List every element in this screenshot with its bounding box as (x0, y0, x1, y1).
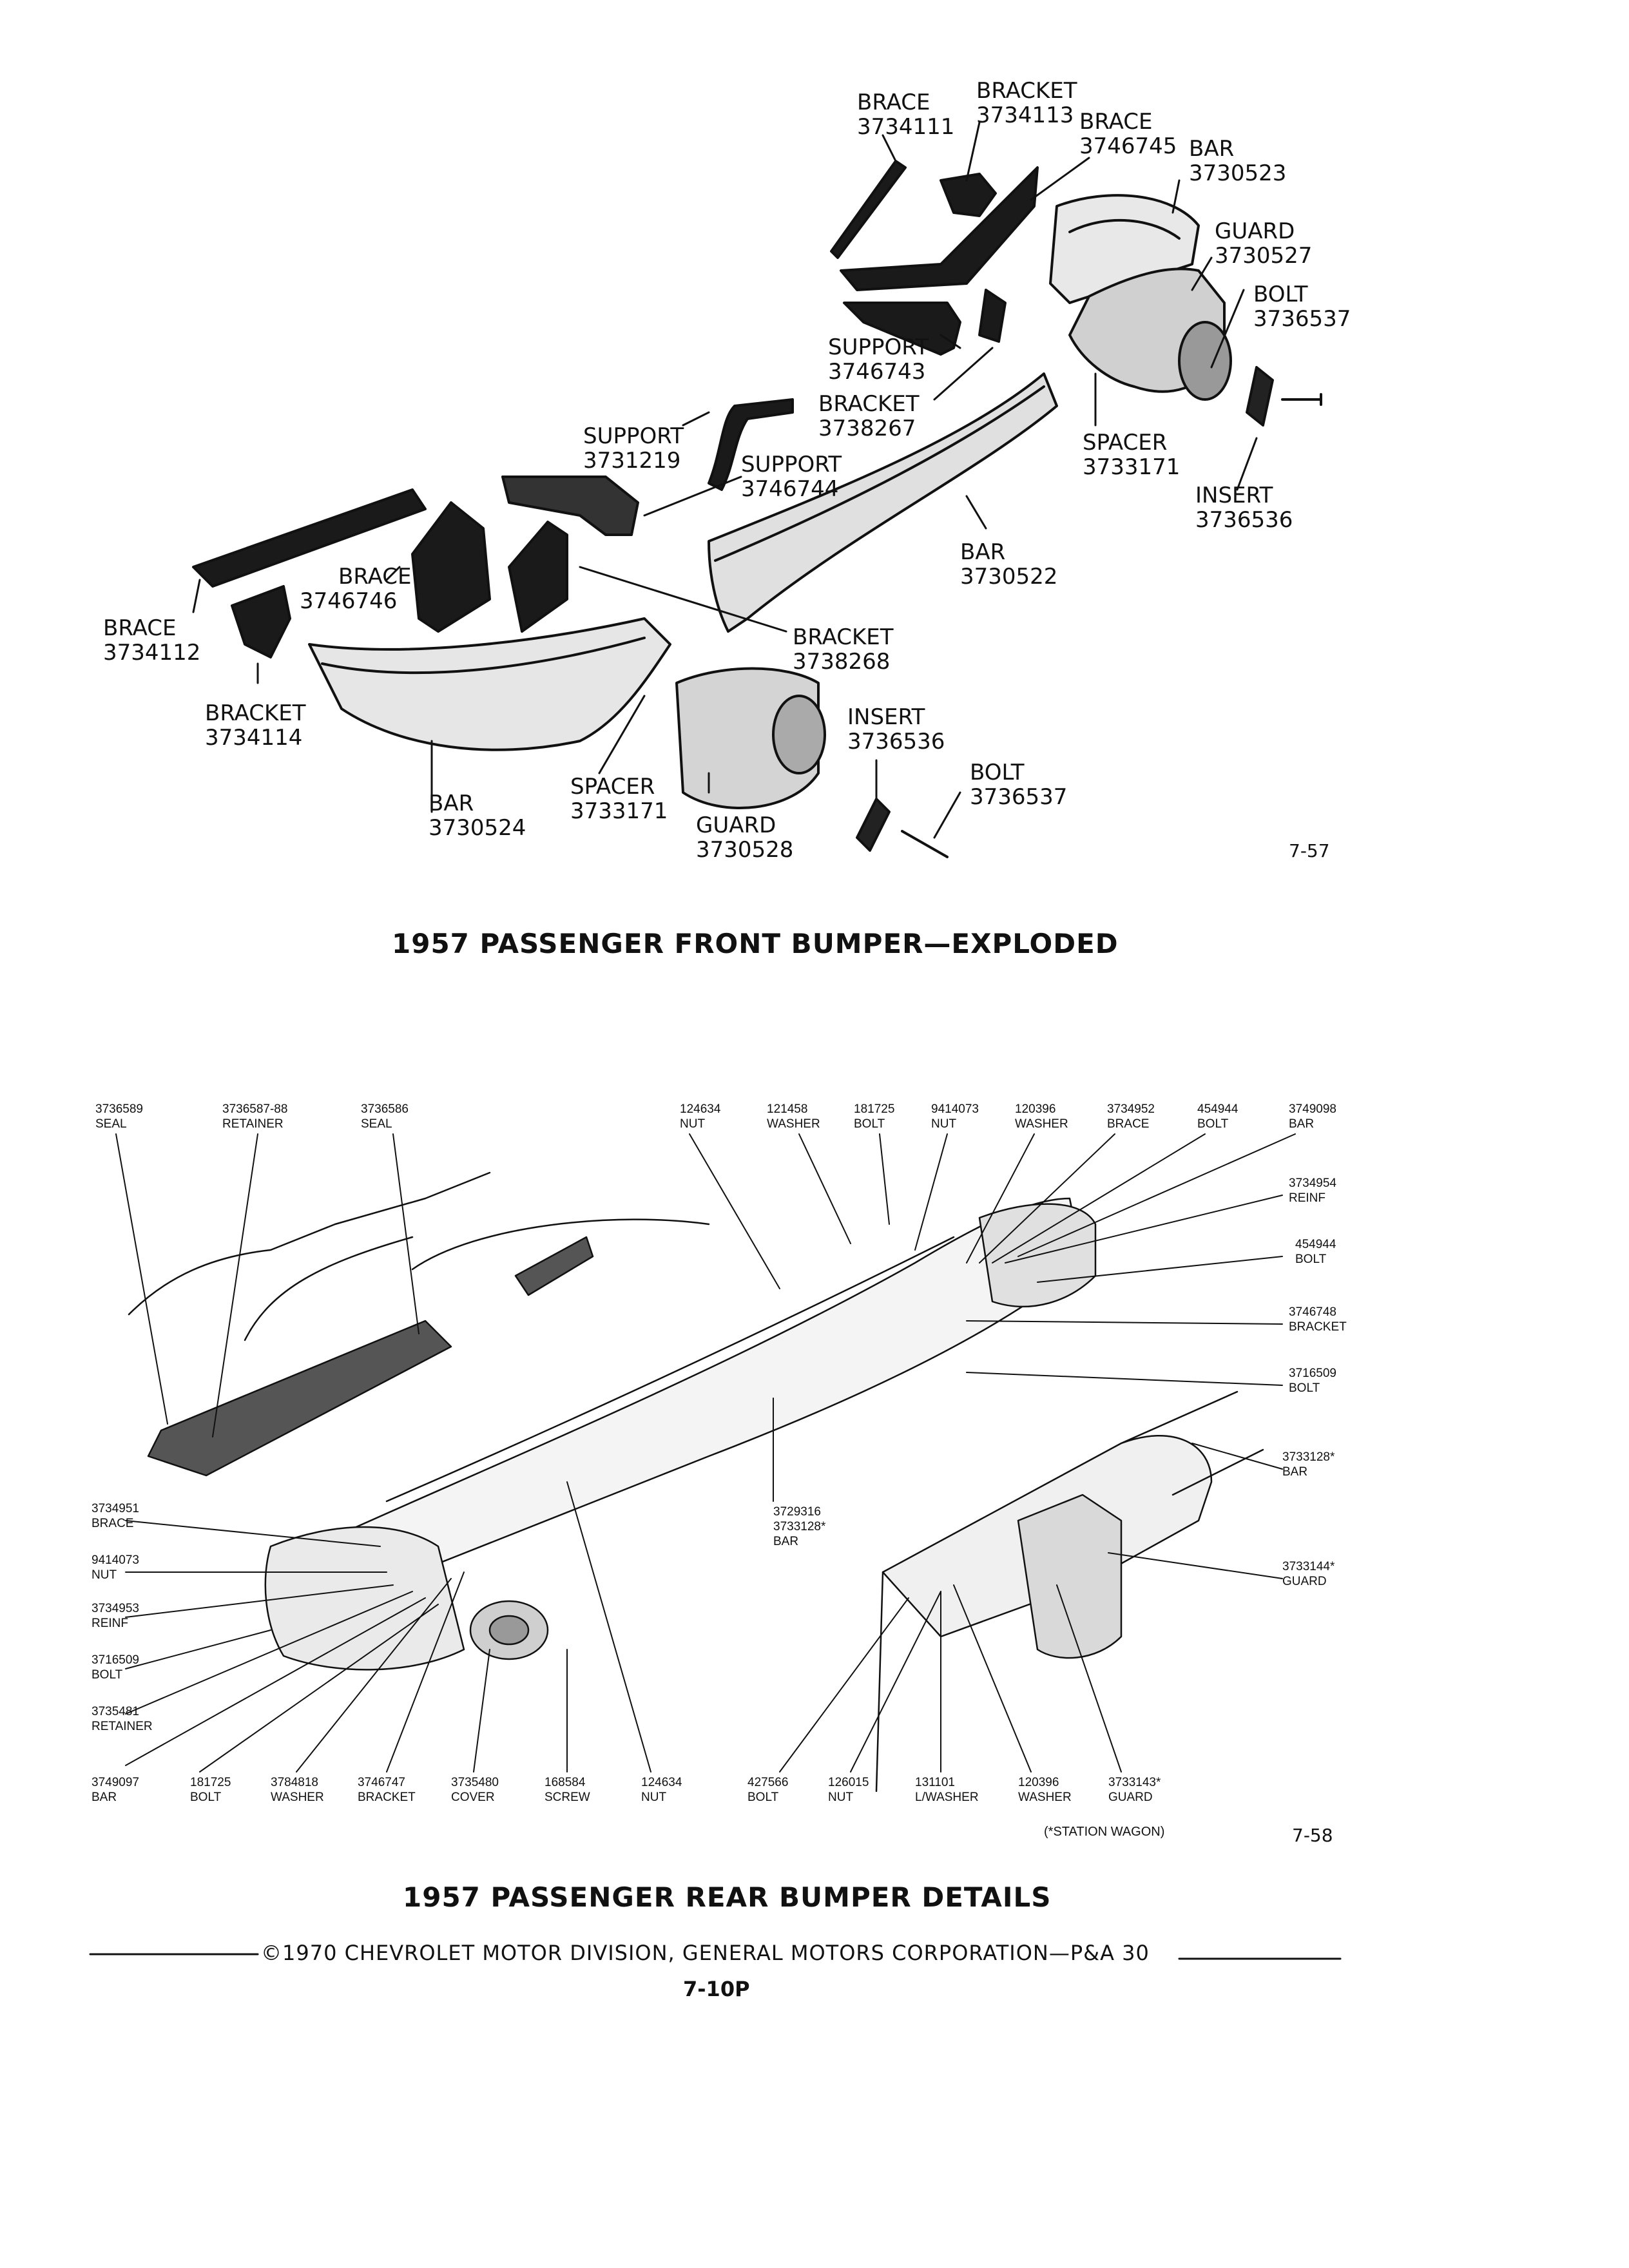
bolt-3736537-shape-2 (901, 830, 949, 858)
bar-3730522-shape (708, 372, 1058, 633)
bracket-3734113-shape (940, 173, 997, 217)
rear-label: 3733144*GUARD (1282, 1560, 1335, 1588)
support-3746744-shape (501, 476, 639, 536)
rear-figure-number: 7-58 (1292, 1825, 1333, 1846)
insert-3736536-shape-2 (856, 798, 891, 852)
front-figure-number: 7-57 (1289, 840, 1330, 861)
rear-label: 3733128*BAR (1282, 1450, 1335, 1479)
brace-3734111-shape (830, 160, 907, 259)
bolt-3736537-shape (1281, 393, 1322, 406)
station-wagon-note: (*STATION WAGON) (1044, 1825, 1165, 1839)
copyright-line: ©1970 CHEVROLET MOTOR DIVISION, GENERAL … (261, 1941, 1150, 1965)
front-bumper-title: 1957 PASSENGER FRONT BUMPER—EXPLODED (392, 928, 1119, 959)
brace-3734112-shape (192, 488, 427, 588)
insert-3736536-shape (1246, 366, 1274, 427)
rear-bumper-title: 1957 PASSENGER REAR BUMPER DETAILS (403, 1881, 1052, 1913)
brace-3746745-shape (840, 166, 1039, 291)
rear-label: 3733143*GUARD (1108, 1776, 1161, 1804)
bracket-3738268-shape (508, 521, 568, 633)
support-3731219-shape (708, 398, 794, 491)
brace-3746746-shape (411, 501, 491, 633)
rear-car-body (128, 1171, 491, 1316)
rear-left-end (264, 1526, 465, 1671)
support-3746743-shape (843, 302, 961, 356)
wagon-guard-3733144 (1017, 1494, 1123, 1659)
page-number: 7-10P (683, 1977, 750, 2001)
bracket-3734114-shape (231, 585, 291, 658)
bar-3730524-shape (308, 617, 671, 751)
rear-seal-strip (147, 1320, 452, 1477)
